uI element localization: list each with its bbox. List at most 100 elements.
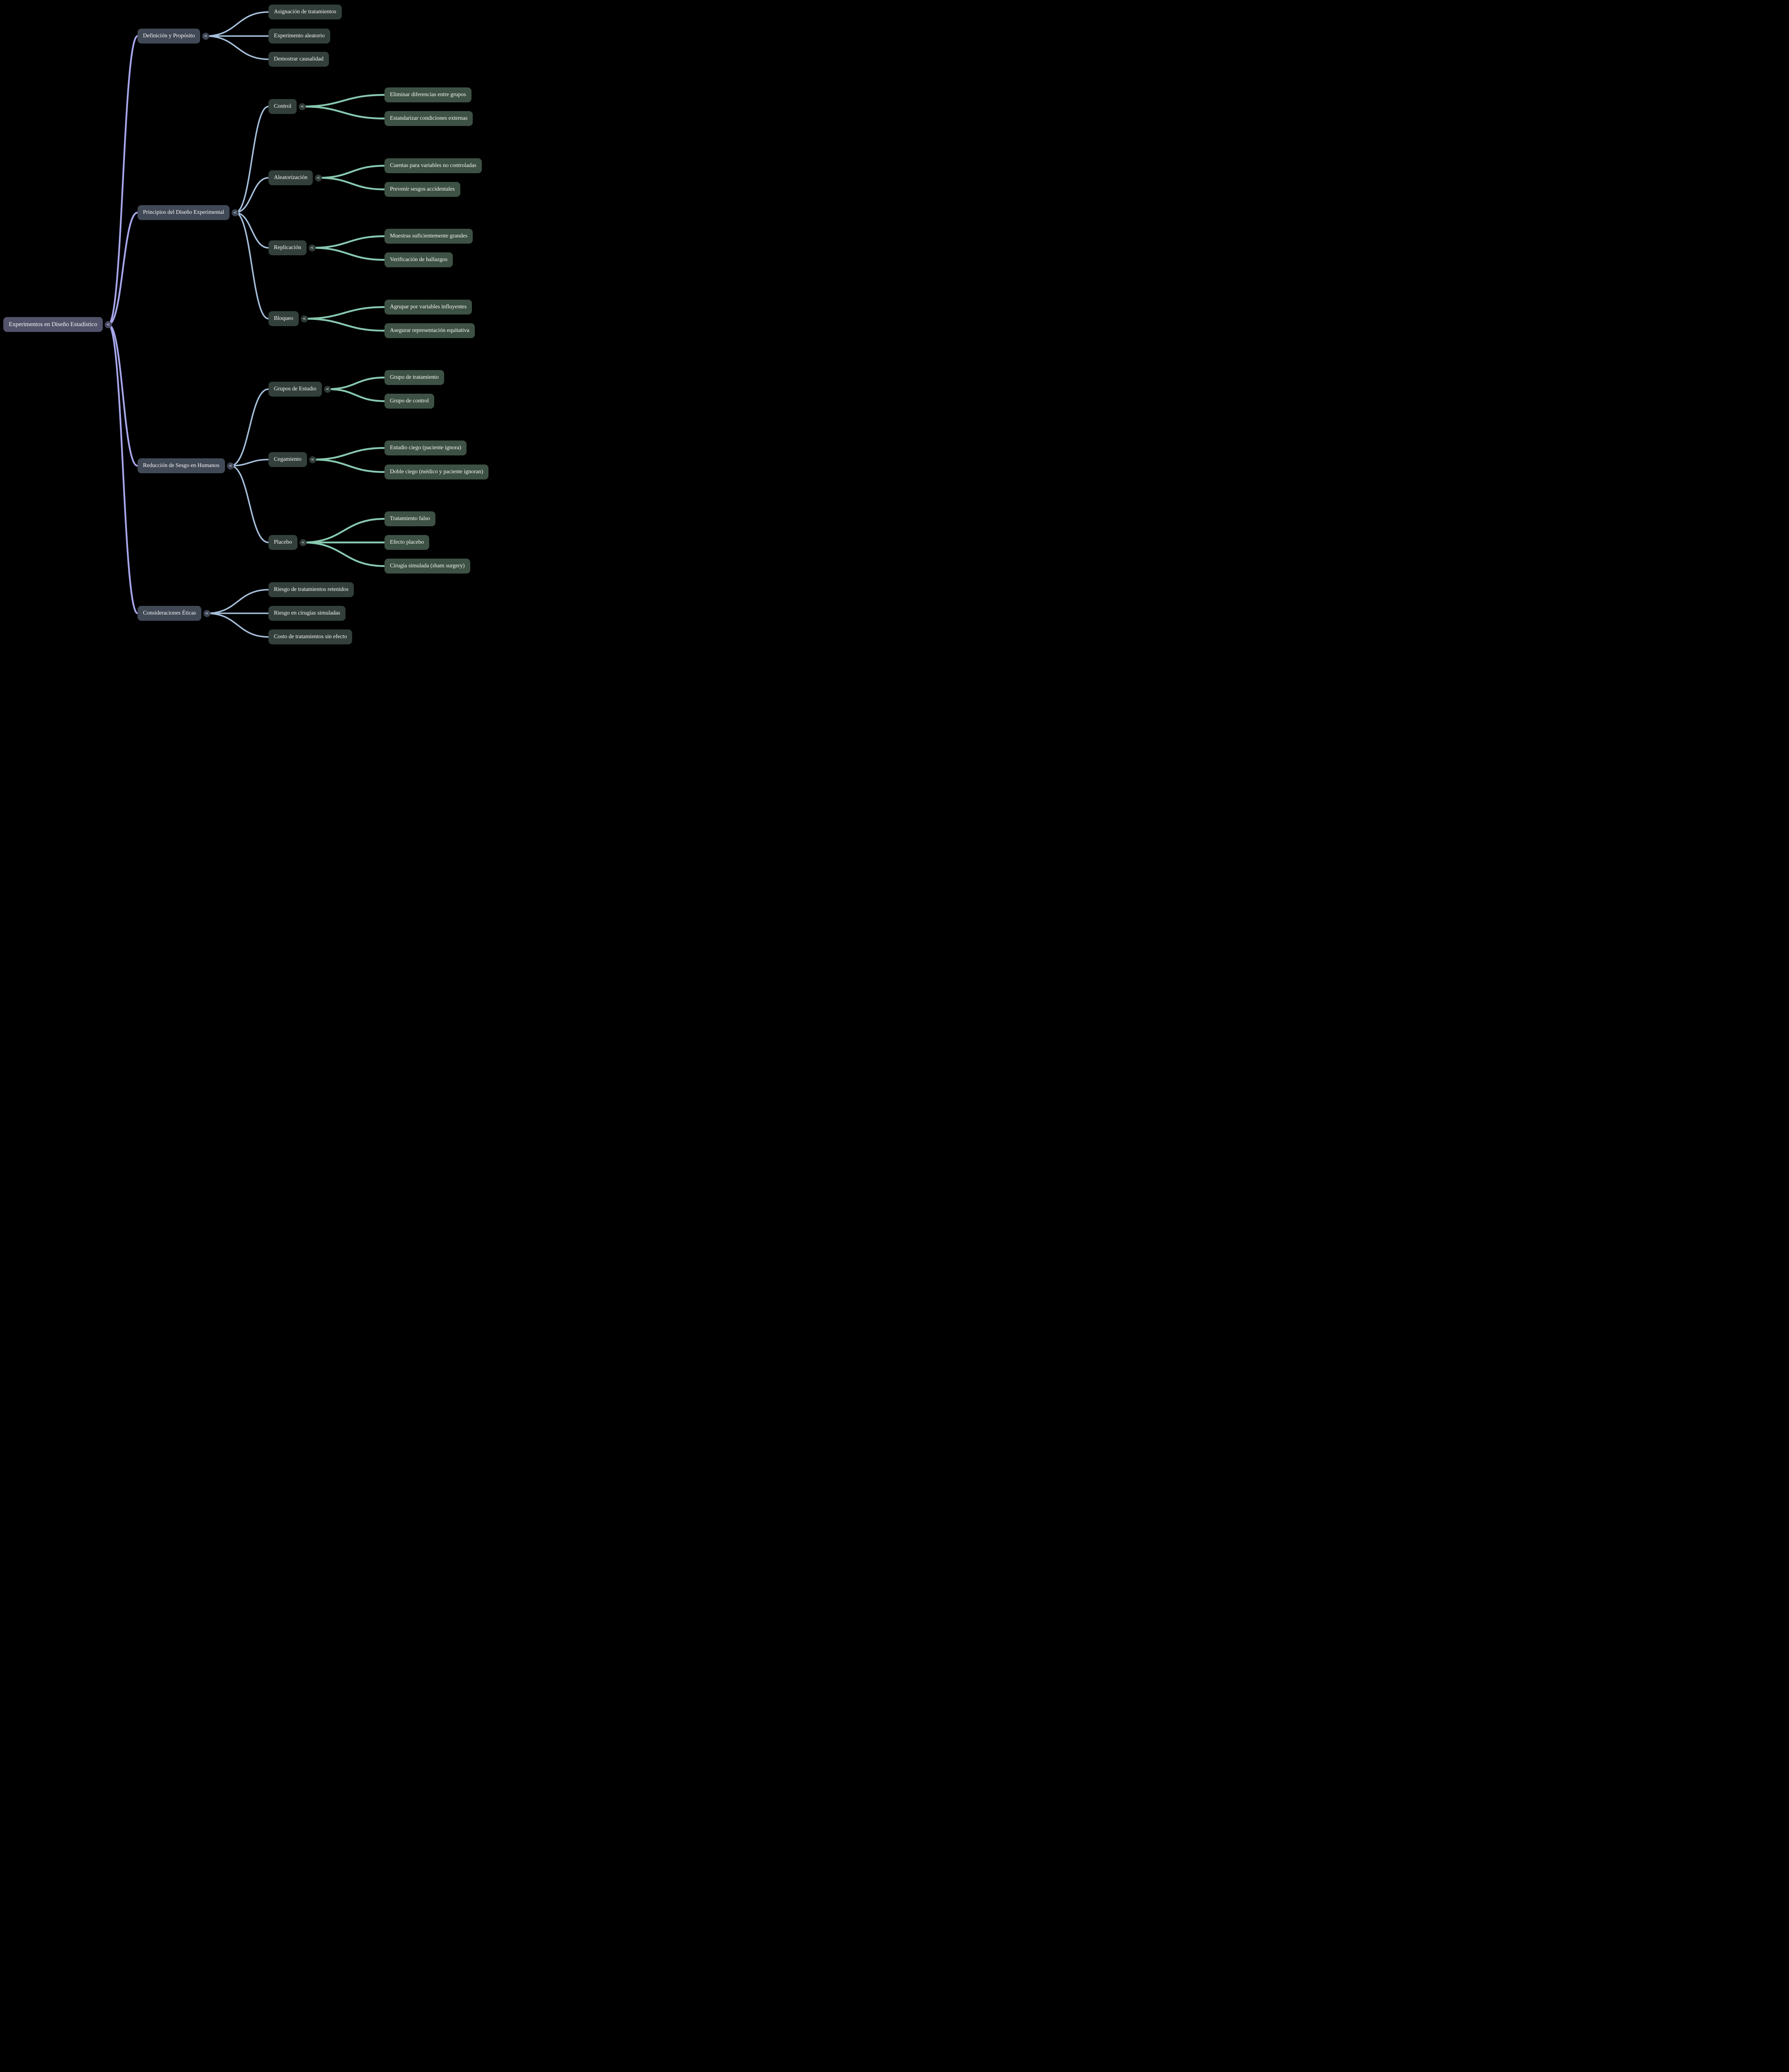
node-root[interactable]: Experimentos en Diseño Estadístico — [3, 317, 103, 332]
edge-definicion-asignacion — [205, 11, 269, 37]
edge-root-principios — [107, 211, 139, 326]
node-label: Costo de tratamientos sin efecto — [274, 634, 347, 640]
edge-root-definicion — [107, 35, 139, 326]
edge-reduccion-cegamiento — [230, 459, 269, 467]
node-asegurar[interactable]: Asegurar representación equitativa — [384, 323, 475, 338]
node-principios[interactable]: Principios del Diseño Experimental — [138, 205, 230, 220]
edge-consideraciones-riesgoret — [206, 589, 269, 614]
node-label: Grupos de Estudio — [274, 386, 317, 392]
edge-aleatorizacion-prevenir — [317, 177, 386, 191]
node-aleatorizacion[interactable]: Aleatorización — [268, 170, 313, 185]
collapse-button-bloqueo[interactable]: < — [301, 315, 308, 322]
node-cegamiento[interactable]: Cegamiento — [268, 452, 307, 467]
node-verificacion[interactable]: Verificación de hallazgos — [384, 252, 453, 267]
node-label: Muestras suficientemente grandes — [390, 233, 468, 239]
collapse-button-aleatorizacion[interactable]: < — [315, 174, 322, 182]
collapse-button-replicacion[interactable]: < — [309, 244, 316, 252]
node-efectoplacebo[interactable]: Efecto placebo — [384, 535, 430, 550]
edge-principios-aleatorizacion — [234, 177, 269, 213]
node-label: Grupo de tratamiento — [390, 374, 439, 380]
node-label: Estudio ciego (paciente ignora) — [390, 445, 462, 451]
node-label: Tratamiento falso — [390, 516, 430, 522]
edge-replicacion-muestras — [311, 235, 386, 249]
node-label: Reducción de Sesgo en Humanos — [143, 462, 220, 469]
node-label: Cegamiento — [274, 456, 302, 462]
collapse-button-root[interactable]: < — [105, 321, 112, 328]
edge-principios-control — [234, 106, 269, 213]
edge-root-reduccion — [107, 323, 139, 467]
node-label: Eliminar diferencias entre grupos — [390, 92, 466, 98]
collapse-button-placebo[interactable]: < — [300, 539, 307, 546]
node-estudiociego[interactable]: Estudio ciego (paciente ignora) — [384, 441, 467, 455]
edge-bloqueo-asegurar — [303, 317, 386, 332]
node-label: Riesgo en cirugías simuladas — [274, 610, 341, 616]
node-reduccion[interactable]: Reducción de Sesgo en Humanos — [138, 458, 225, 473]
node-costo[interactable]: Costo de tratamientos sin efecto — [268, 629, 353, 644]
mindmap-canvas[interactable]: Experimentos en Diseño Estadístico Defini… — [0, 0, 516, 650]
node-estandarizar[interactable]: Estandarizar condiciones externas — [384, 111, 473, 126]
collapse-button-principios[interactable]: < — [232, 209, 239, 216]
node-label: Cuentas para variables no controladas — [390, 162, 476, 169]
node-label: Consideraciones Éticas — [143, 610, 196, 616]
node-agrupar[interactable]: Agrupar por variables influyentes — [384, 300, 472, 315]
node-replicacion[interactable]: Replicación — [268, 240, 307, 255]
edge-definicion-demostrar — [205, 35, 269, 60]
edges-layer — [107, 11, 386, 638]
edge-reduccion-placebo — [230, 465, 269, 543]
node-grupos[interactable]: Grupos de Estudio — [268, 382, 322, 397]
node-label: Demostrar causalidad — [274, 56, 324, 62]
node-riesgocir[interactable]: Riesgo en cirugías simuladas — [268, 606, 346, 621]
edge-replicacion-verificacion — [311, 247, 386, 261]
node-prevenir[interactable]: Prevenir sesgos accidentales — [384, 182, 460, 197]
edge-control-eliminar — [301, 94, 386, 108]
edge-grupos-gcontrol — [326, 388, 386, 402]
edge-root-consideraciones — [107, 323, 139, 615]
node-cirugia[interactable]: Cirugía simulada (sham surgery) — [384, 559, 470, 574]
edge-placebo-tratfalso — [302, 518, 386, 544]
node-cuentas[interactable]: Cuentas para variables no controladas — [384, 158, 482, 173]
edge-aleatorizacion-cuentas — [317, 165, 386, 179]
node-label: Control — [274, 103, 292, 109]
node-consideraciones[interactable]: Consideraciones Éticas — [138, 606, 202, 621]
node-label: Placebo — [274, 539, 292, 545]
node-dobleciego[interactable]: Doble ciego (médico y paciente ignoran) — [384, 465, 489, 479]
node-label: Estandarizar condiciones externas — [390, 115, 468, 121]
node-tratfalso[interactable]: Tratamiento falso — [384, 511, 435, 526]
node-label: Cirugía simulada (sham surgery) — [390, 563, 465, 569]
edge-control-estandarizar — [301, 105, 386, 120]
node-placebo[interactable]: Placebo — [268, 535, 297, 550]
node-label: Doble ciego (médico y paciente ignoran) — [390, 469, 484, 475]
node-label: Efecto placebo — [390, 539, 424, 545]
collapse-button-control[interactable]: < — [299, 103, 306, 110]
node-experimento[interactable]: Experimento aleatorio — [268, 29, 330, 44]
edge-cegamiento-estudiociego — [312, 447, 386, 461]
edge-reduccion-grupos — [230, 388, 269, 467]
node-bloqueo[interactable]: Bloqueo — [268, 311, 299, 326]
node-demostrar[interactable]: Demostrar causalidad — [268, 52, 329, 67]
node-gtratamiento[interactable]: Grupo de tratamiento — [384, 370, 444, 385]
node-label: Replicación — [274, 244, 301, 251]
node-gcontrol[interactable]: Grupo de control — [384, 394, 435, 409]
collapse-button-definicion[interactable]: < — [202, 32, 209, 40]
node-eliminar[interactable]: Eliminar diferencias entre grupos — [384, 87, 471, 102]
collapse-button-grupos[interactable]: < — [324, 385, 331, 393]
node-label: Experimento aleatorio — [274, 33, 325, 39]
node-label: Agrupar por variables influyentes — [390, 304, 467, 310]
node-label: Aleatorización — [274, 174, 308, 181]
edge-principios-replicacion — [234, 212, 269, 249]
node-definicion[interactable]: Definición y Propósito — [138, 29, 201, 44]
node-label: Riesgo de tratamientos retenidos — [274, 586, 348, 593]
node-muestras[interactable]: Muestras suficientemente grandes — [384, 229, 473, 244]
edge-principios-bloqueo — [234, 212, 269, 320]
node-control[interactable]: Control — [268, 99, 297, 114]
node-label: Definición y Propósito — [143, 33, 195, 39]
collapse-button-reduccion[interactable]: < — [227, 462, 234, 470]
collapse-button-consideraciones[interactable]: < — [203, 610, 210, 617]
collapse-button-cegamiento[interactable]: < — [309, 456, 316, 463]
node-label: Grupo de control — [390, 398, 429, 404]
node-label: Experimentos en Diseño Estadístico — [9, 321, 97, 328]
node-asignacion[interactable]: Asignación de tratamientos — [268, 5, 342, 19]
node-riesgoret[interactable]: Riesgo de tratamientos retenidos — [268, 582, 354, 597]
node-label: Asignación de tratamientos — [274, 9, 336, 15]
node-label: Verificación de hallazgos — [390, 257, 447, 263]
